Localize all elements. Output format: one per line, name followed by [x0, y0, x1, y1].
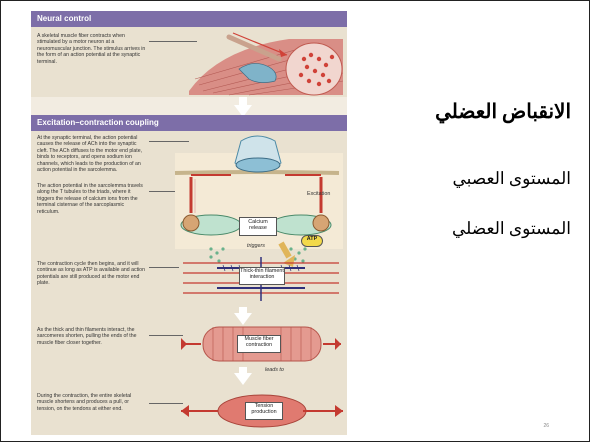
ecc-header: Excitation–contraction coupling [31, 115, 347, 131]
leader-line [149, 267, 179, 268]
slide-line-muscular-level: المستوى العضلي [451, 219, 571, 238]
leader-line [149, 403, 183, 404]
ecc-text-2: The action potential in the sarcolemma t… [37, 183, 143, 215]
slide-line-neural-level: المستوى العصبي [452, 169, 571, 188]
down-arrow-icon [234, 373, 252, 385]
neural-control-text: A skeletal muscle fiber contracts when s… [37, 33, 146, 65]
ecc-text-4: As the thick and thin filaments interact… [37, 327, 137, 346]
muscle-fiber-contraction-box: Muscle fiber contraction [237, 335, 281, 353]
triggers-label: triggers [247, 243, 265, 249]
page-number: 26 [543, 423, 549, 429]
leader-line [149, 41, 197, 42]
synapse-illustration [174, 135, 343, 267]
neuromuscular-junction-illustration [189, 32, 344, 96]
atp-badge: ATP [301, 235, 323, 247]
down-arrow-stem [239, 307, 247, 313]
down-arrow-stem [239, 97, 247, 105]
leader-line [149, 191, 179, 192]
neural-control-panel: A skeletal muscle fiber contracts when s… [31, 27, 347, 97]
tension-production-box: Tension production [245, 402, 283, 420]
ecc-text-3: The contraction cycle then begins, and i… [37, 261, 145, 287]
excitation-label: Excitation [307, 191, 331, 197]
down-arrow-icon [234, 313, 252, 325]
excitation-contraction-figure: Neural control A skeletal muscle fiber c… [31, 11, 347, 435]
calcium-release-box: Calcium release [239, 217, 277, 236]
ecc-text-1: At the synaptic terminal, the action pot… [37, 135, 143, 174]
leads-to-label: leads to [265, 367, 284, 373]
leader-line [149, 335, 183, 336]
filament-interaction-box: Thick-thin filament interaction [239, 267, 285, 285]
ecc-text-5: During the contraction, the entire skele… [37, 393, 132, 412]
ecc-panel: At the synaptic terminal, the action pot… [31, 131, 347, 435]
slide-title: الانقباض العضلي [435, 101, 571, 123]
neural-control-header: Neural control [31, 11, 347, 27]
down-arrow-stem [239, 367, 247, 373]
down-arrow-icon [234, 105, 252, 117]
leader-line [149, 141, 189, 142]
